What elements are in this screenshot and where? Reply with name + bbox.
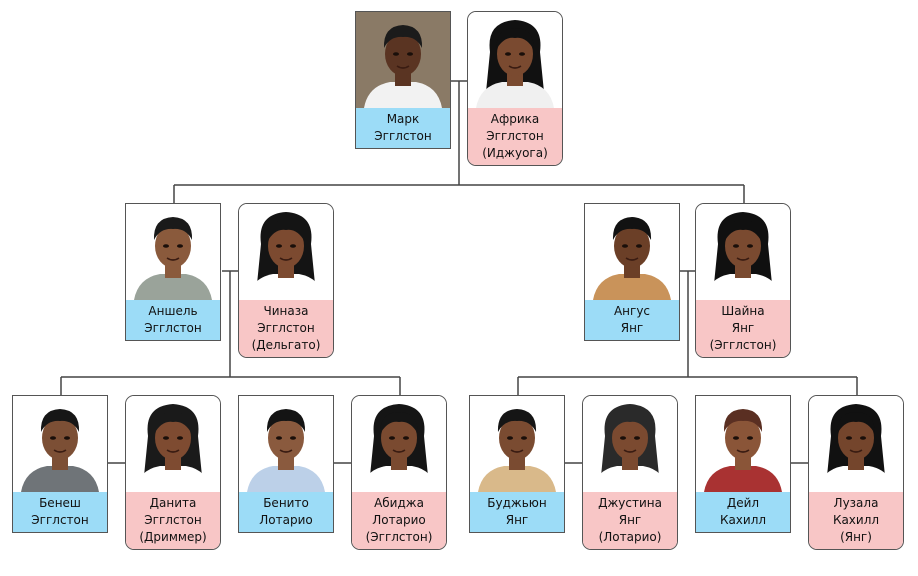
portrait-image (470, 396, 564, 492)
name-line2: Янг (620, 321, 644, 335)
name-line1: Чиназа (263, 304, 309, 318)
name-line1: Марк (386, 112, 420, 126)
name-line2: Лотарио (372, 513, 426, 527)
name-line1: Африка (490, 112, 540, 126)
name-line1: Бенито (263, 496, 309, 510)
portrait-image (126, 396, 220, 492)
name-line3: (Эгглстон) (365, 530, 433, 544)
name-line2: Янг (505, 513, 529, 527)
portrait-image (239, 204, 333, 300)
name-line3: (Иджуога) (482, 146, 548, 160)
name-line1: Бенеш (39, 496, 81, 510)
name-line2: Лотарио (259, 513, 313, 527)
name-line1: Дейл (726, 496, 760, 510)
name-line2: Эгглстон (486, 129, 544, 143)
name-line1: Лузала (833, 496, 879, 510)
name-line1: Абиджа (374, 496, 424, 510)
portrait-image (696, 396, 790, 492)
name-line2: Эгглстон (144, 321, 202, 335)
name-line1: Джустина (598, 496, 662, 510)
name-line3: (Эгглстон) (709, 338, 777, 352)
portrait-image (126, 204, 220, 300)
portrait-image (13, 396, 107, 492)
portrait-image (239, 396, 333, 492)
portrait-image (356, 12, 450, 108)
name-line1: Данита (149, 496, 197, 510)
portrait-image (583, 396, 677, 492)
name-line2: Кахилл (832, 513, 880, 527)
name-line2: Эгглстон (257, 321, 315, 335)
name-line1: Аншель (148, 304, 198, 318)
name-line2: Янг (618, 513, 642, 527)
name-line2: Янг (731, 321, 755, 335)
portrait-image (585, 204, 679, 300)
name-line3: (Дельгато) (251, 338, 321, 352)
name-line2: Эгглстон (31, 513, 89, 527)
portrait-image (352, 396, 446, 492)
portrait-image (468, 12, 562, 108)
name-line3: (Лотарио) (598, 530, 662, 544)
name-line3: (Дриммер) (139, 530, 207, 544)
name-line1: Шайна (721, 304, 765, 318)
name-line2: Эгглстон (374, 129, 432, 143)
name-line2: Эгглстон (144, 513, 202, 527)
portrait-image (696, 204, 790, 300)
name-line1: Ангус (613, 304, 651, 318)
portrait-image (809, 396, 903, 492)
name-line1: Буджьюн (487, 496, 547, 510)
name-line2: Кахилл (719, 513, 767, 527)
name-line3: (Янг) (840, 530, 872, 544)
